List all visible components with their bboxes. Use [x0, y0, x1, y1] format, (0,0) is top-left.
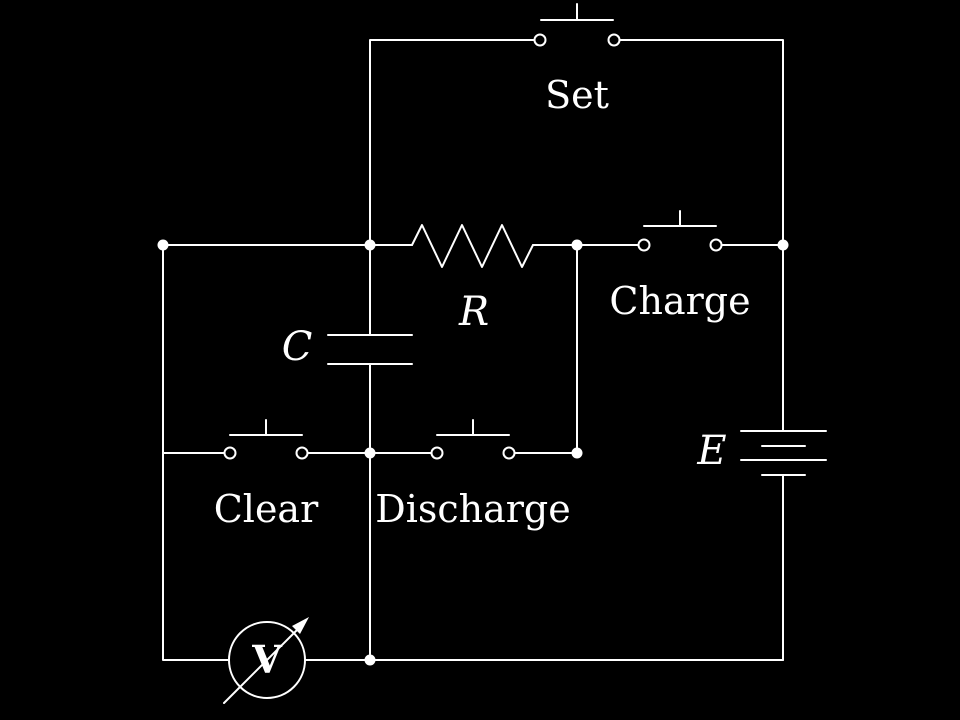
- set-label: Set: [545, 73, 609, 117]
- clear-label: Clear: [214, 487, 319, 531]
- junction-dot: [571, 447, 583, 459]
- resistor-label: R: [458, 289, 489, 335]
- wire-left-vertical: [162, 244, 230, 661]
- discharge-label: Discharge: [375, 487, 571, 531]
- battery: [740, 430, 827, 476]
- voltmeter-arrow-shaft: [223, 623, 304, 704]
- wire-top-left: [369, 39, 541, 246]
- junction-dot: [364, 654, 376, 666]
- junction-dot: [157, 239, 169, 251]
- charge-switch[interactable]: [637, 210, 723, 252]
- junction-dot: [364, 239, 376, 251]
- junctions: [157, 239, 789, 666]
- junction-dot: [777, 239, 789, 251]
- discharge-switch[interactable]: [430, 419, 516, 460]
- capacitor-label: C: [282, 324, 313, 370]
- junction-dot: [571, 239, 583, 251]
- voltmeter-label: V: [251, 637, 283, 682]
- charge-label: Charge: [609, 279, 750, 323]
- wire-top-right: [613, 39, 784, 246]
- battery-label: E: [696, 428, 726, 474]
- wires: [162, 39, 784, 661]
- set-switch[interactable]: [533, 3, 621, 47]
- clear-switch[interactable]: [223, 419, 309, 460]
- resistor-zigzag: [411, 224, 534, 268]
- voltmeter-arrow-head: [292, 617, 309, 634]
- junction-dot: [364, 447, 376, 459]
- capacitor: [327, 334, 413, 365]
- voltmeter: V: [223, 617, 309, 704]
